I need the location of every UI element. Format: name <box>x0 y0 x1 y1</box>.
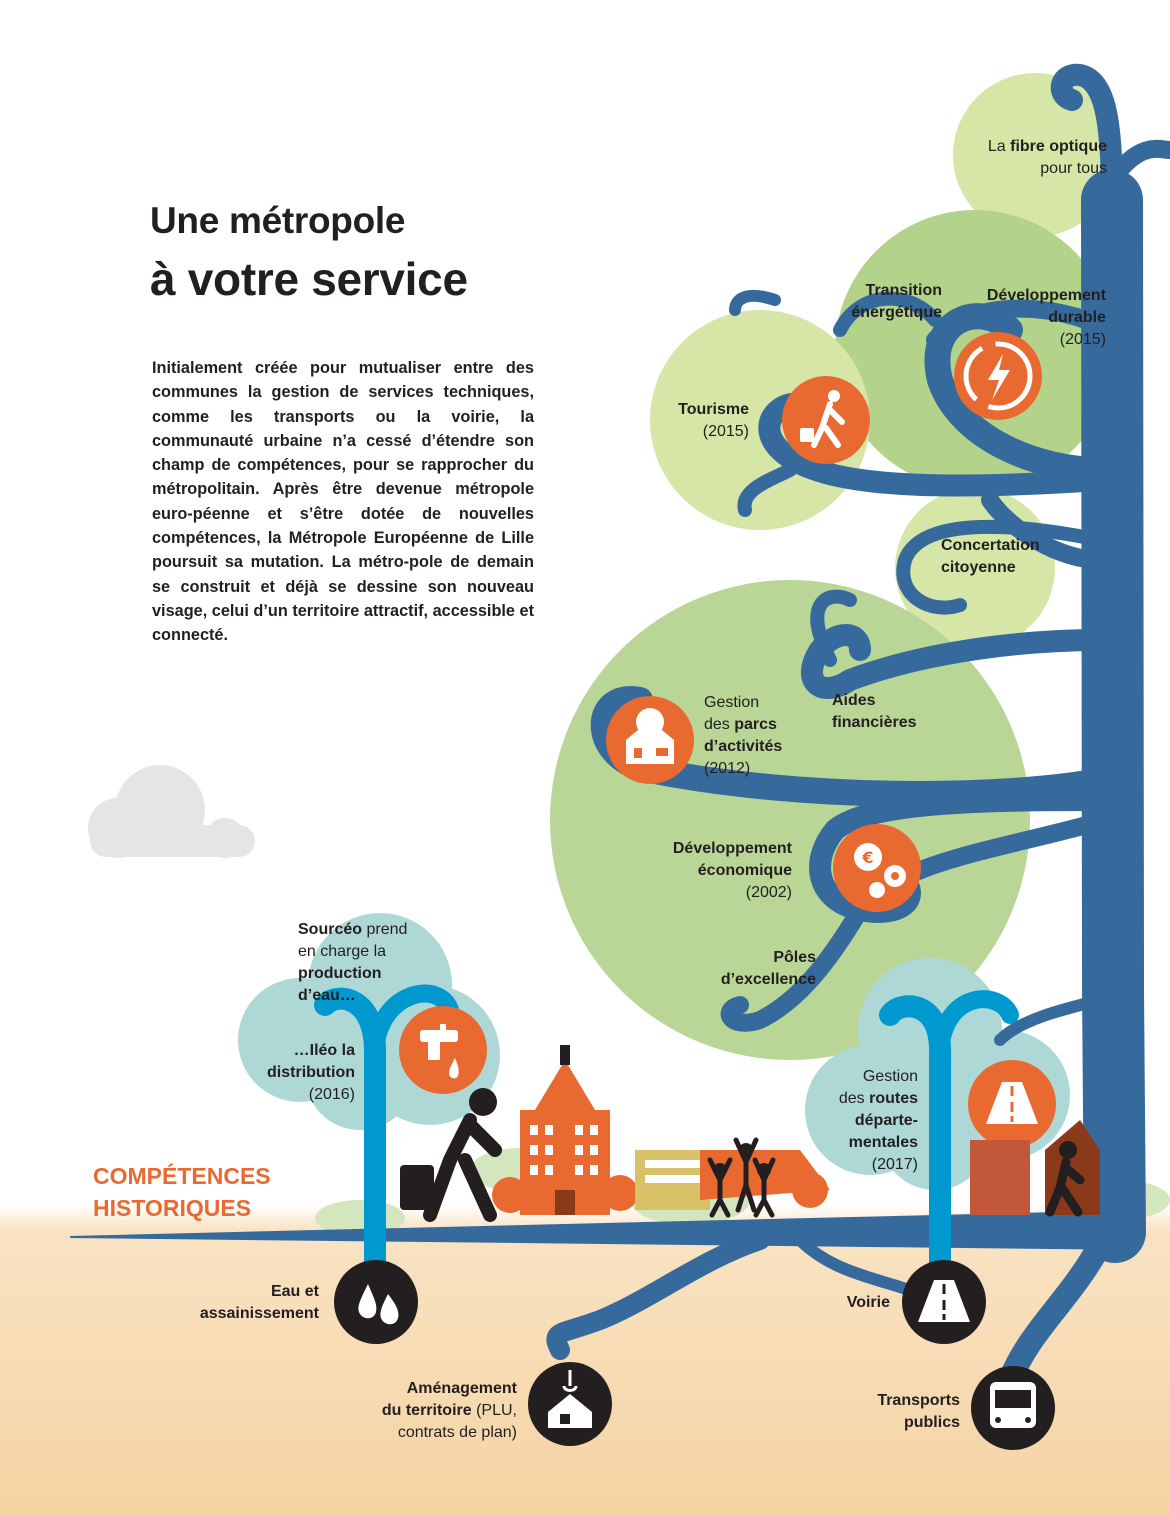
walker-icon <box>400 1088 502 1222</box>
label-tourisme: Tourisme(2015) <box>678 401 749 440</box>
walker-right-icon <box>1045 1141 1085 1217</box>
crane-house-icon <box>528 1362 612 1446</box>
label-amenagement: Aménagement du territoire (PLU, contrats… <box>381 1380 517 1441</box>
road-icon <box>968 1060 1056 1148</box>
city-scene <box>492 1045 1100 1215</box>
label-parcs: Gestion des parcs d’activités (2012) <box>704 694 783 777</box>
label-fibre: La fibre optique pour tous <box>987 138 1107 177</box>
light-trunks <box>314 984 1019 1311</box>
people-icon <box>707 1137 776 1218</box>
foliage-fibre <box>953 73 1117 237</box>
label-ileo: …Iléo la distribution (2016) <box>267 1042 355 1103</box>
water-tap-icon <box>399 1006 487 1094</box>
cloud <box>88 765 255 858</box>
svg-text:€: € <box>861 848 873 867</box>
historic-heading: COMPÉTENCES HISTORIQUES <box>93 1163 271 1221</box>
intro-paragraph: Initialement créée pour mutualiser entre… <box>152 359 534 645</box>
house-gear-icon <box>606 696 694 784</box>
page-title-line2: à votre service <box>150 253 468 305</box>
page-title-line1: Une métropole <box>150 200 406 241</box>
label-routes: Gestion des routes départe- mentales (20… <box>838 1068 918 1173</box>
bus-icon <box>971 1366 1055 1450</box>
euro-gears-icon: € <box>833 824 921 912</box>
label-dev-eco: Développement économique (2002) <box>672 840 792 901</box>
foliage-main <box>550 580 1030 1060</box>
label-dev-durable: Développement durable (2015) <box>986 287 1106 348</box>
water-voirie-road-icon <box>902 1260 986 1344</box>
ground-line <box>70 1210 1140 1250</box>
label-sourceo: Sourcéo prend en charge la production d’… <box>298 921 408 1004</box>
tree-trunk <box>590 63 1170 1263</box>
hiker-icon <box>782 376 870 464</box>
energy-icon <box>954 332 1042 420</box>
label-voirie: Voirie <box>846 1294 890 1311</box>
ground <box>0 1205 1170 1515</box>
water-drops-icon <box>334 1260 418 1344</box>
